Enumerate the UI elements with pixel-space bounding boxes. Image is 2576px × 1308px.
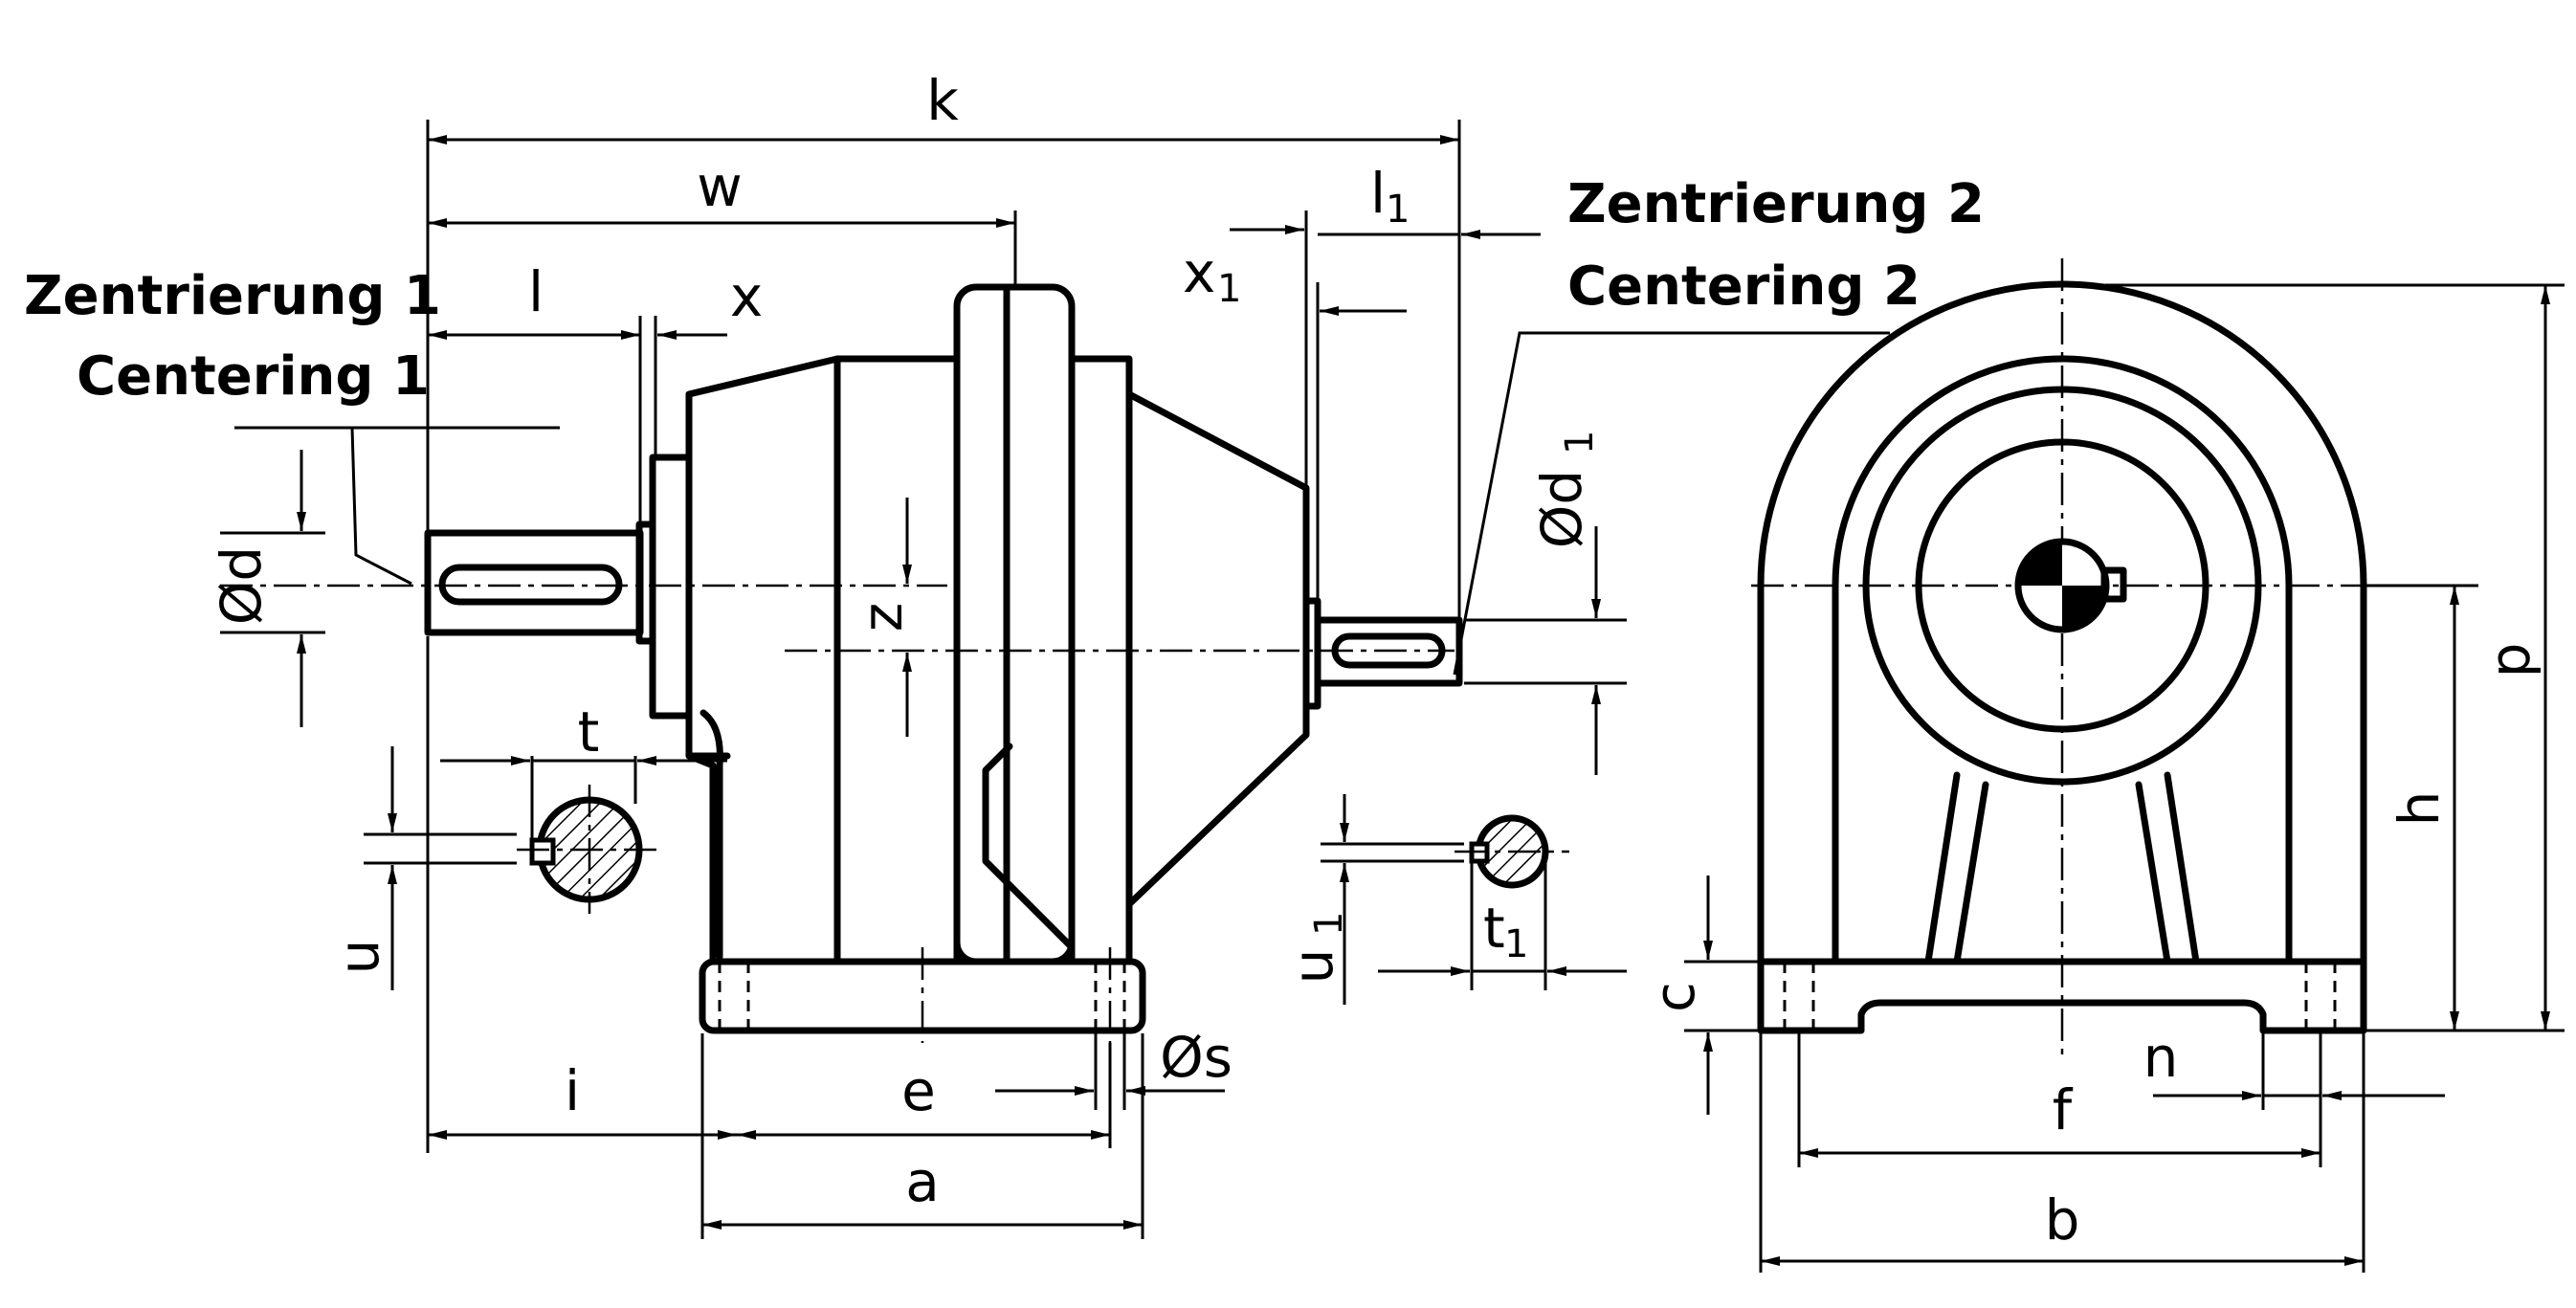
label-s: Øs [1160,1025,1232,1090]
rib-left-inner [1953,781,1989,965]
callout-centering2-en: Centering 2 [1567,255,1921,318]
rib-left-outer [1924,771,1961,965]
label-d1: Ød 1 [1529,431,1602,549]
label-t: t [578,699,600,765]
label-x1: x 1 [1183,240,1241,311]
dimension-lines [220,120,2565,1273]
label-l1: l 1 [1370,161,1410,232]
callout-centering1-en: Centering 1 [77,345,430,408]
output-shaft-keyway [1331,632,1446,669]
label-z: z [850,603,915,632]
svg-text:1: 1 [1217,267,1241,311]
housing-rear [1068,355,1133,965]
label-i: i [565,1058,580,1123]
label-k: k [926,68,959,133]
label-c: c [1642,982,1707,1012]
svg-text:1: 1 [1386,188,1410,232]
svg-text:1: 1 [1558,431,1602,454]
centering-mark-q3 [2062,586,2106,630]
svg-text:l: l [1370,161,1386,226]
input-shaft-section [517,785,660,914]
shaft-key-front [2100,566,2127,603]
housing-body [833,355,961,965]
label-u1: u 1 [1280,912,1351,985]
callout-centering2-de: Zentrierung 2 [1567,173,1985,235]
label-x: x [730,264,763,329]
svg-text:u: u [1280,949,1345,985]
label-p: p [2477,643,2543,678]
housing-front [685,355,961,965]
front-base [1757,958,2367,1034]
housing-outer-arch [1757,280,2367,965]
svg-text:1: 1 [1307,912,1351,936]
label-a: a [905,1149,940,1214]
flange-ring-inner [1915,438,2210,733]
input-shaft [424,529,644,636]
label-l: l [528,259,544,324]
leader-centering1 [350,427,412,586]
output-cone [1125,390,1310,908]
label-f: f [2053,1077,2074,1142]
label-h: h [2387,791,2452,827]
label-b: b [2045,1187,2080,1253]
rib-right-inner [2135,781,2171,965]
callout-labels: Zentrierung 1 Centering 1 Zentrierung 2 … [24,173,1985,408]
label-d: Ød [209,546,274,625]
housing-inner-edge [982,743,1076,951]
label-w: w [697,154,742,219]
label-n: n [2143,1025,2179,1090]
centering-mark-q1 [2018,542,2062,586]
dimension-labels: k w l x l 1 x 1 Ød z t u Ød 1 u 1 t 1 i … [209,68,2543,1253]
svg-text:t: t [1483,896,1505,961]
label-t1: t 1 [1483,896,1528,966]
leader-centering2 [1453,331,1890,676]
output-shaft-section [1455,814,1569,889]
label-u: u [326,940,391,975]
input-shaft-keyway [438,564,623,606]
flange-ring-outer [1862,386,2262,786]
svg-text:1: 1 [1504,922,1528,966]
rib-right-outer [2164,771,2200,965]
svg-text:x: x [1183,240,1215,305]
housing-inner-arch-right [1832,355,2293,965]
front-view [1751,258,2387,1062]
housing-rib [700,709,723,961]
callout-centering1-de: Zentrierung 1 [24,265,441,327]
svg-text:Ød: Ød [1529,470,1594,548]
label-e: e [901,1058,936,1123]
housing-flange-ring [953,283,1076,965]
